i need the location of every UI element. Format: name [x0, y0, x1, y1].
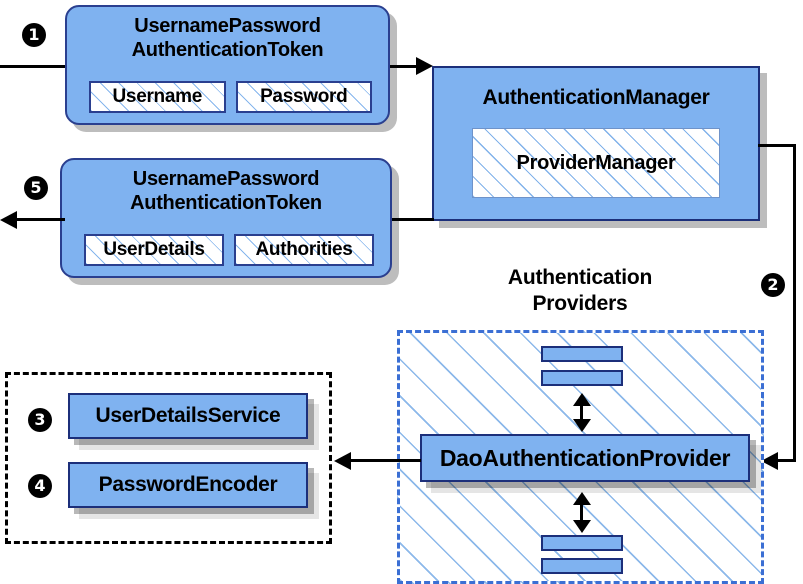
connector-right-vertical-segment [793, 144, 796, 462]
dao-authentication-provider-box: DaoAuthenticationProvider [420, 434, 750, 482]
authentication-manager-title: AuthenticationManager [482, 86, 710, 109]
other-provider-bar-top-1 [541, 346, 623, 362]
connector-token-to-manager-line [390, 65, 418, 68]
step-badge-2: 2 [761, 273, 785, 297]
connector-dao-to-beans-arrow [334, 452, 351, 470]
dao-down-arrow-head [573, 492, 591, 505]
request-authentication-token: UsernamePassword AuthenticationToken Use… [65, 5, 390, 125]
authentication-manager-box: AuthenticationManager ProviderManager [432, 66, 760, 221]
dao-down-arrow-tail [573, 520, 591, 533]
dao-up-arrow-head [573, 393, 591, 406]
dao-up-arrow-tail [573, 419, 591, 432]
connector-manager-to-response-line [392, 218, 434, 221]
step-badge-5: 5 [24, 176, 48, 200]
user-details-service-box: UserDetailsService [68, 393, 308, 439]
connector-response-out-line [17, 218, 65, 221]
connector-request-in [0, 65, 70, 68]
response-token-slot-authorities: Authorities [234, 234, 374, 266]
providers-group-title: Authentication Providers [507, 266, 653, 315]
other-provider-bar-bottom-2 [541, 558, 623, 574]
dao-down-arrow-shaft [580, 499, 583, 523]
connector-response-out-arrow [0, 211, 17, 229]
other-provider-bar-top-2 [541, 370, 623, 386]
request-token-slots: Username Password [89, 81, 372, 113]
step-badge-1: 1 [22, 23, 46, 47]
step-badge-4: 4 [28, 474, 52, 498]
request-token-slot-password: Password [235, 81, 372, 113]
connector-dao-to-beans-line [351, 459, 421, 462]
dao-up-arrow-shaft [580, 400, 583, 422]
response-token-slots: UserDetails Authorities [84, 234, 374, 266]
request-token-slot-username: Username [89, 81, 226, 113]
connector-into-dao-arrow [761, 452, 778, 470]
response-token-slot-userdetails: UserDetails [84, 234, 224, 266]
request-token-title: UsernamePassword AuthenticationToken [131, 15, 324, 61]
step-badge-3: 3 [28, 408, 52, 432]
response-token-title: UsernamePassword AuthenticationToken [130, 168, 322, 214]
password-encoder-box: PasswordEncoder [68, 462, 308, 508]
response-authentication-token: UsernamePassword AuthenticationToken Use… [60, 158, 392, 278]
connector-into-dao-segment [778, 459, 796, 462]
provider-manager-box: ProviderManager [472, 128, 720, 198]
connector-manager-right-segment [758, 144, 796, 147]
other-provider-bar-bottom-1 [541, 535, 623, 551]
connector-token-to-manager-arrow [416, 57, 433, 75]
